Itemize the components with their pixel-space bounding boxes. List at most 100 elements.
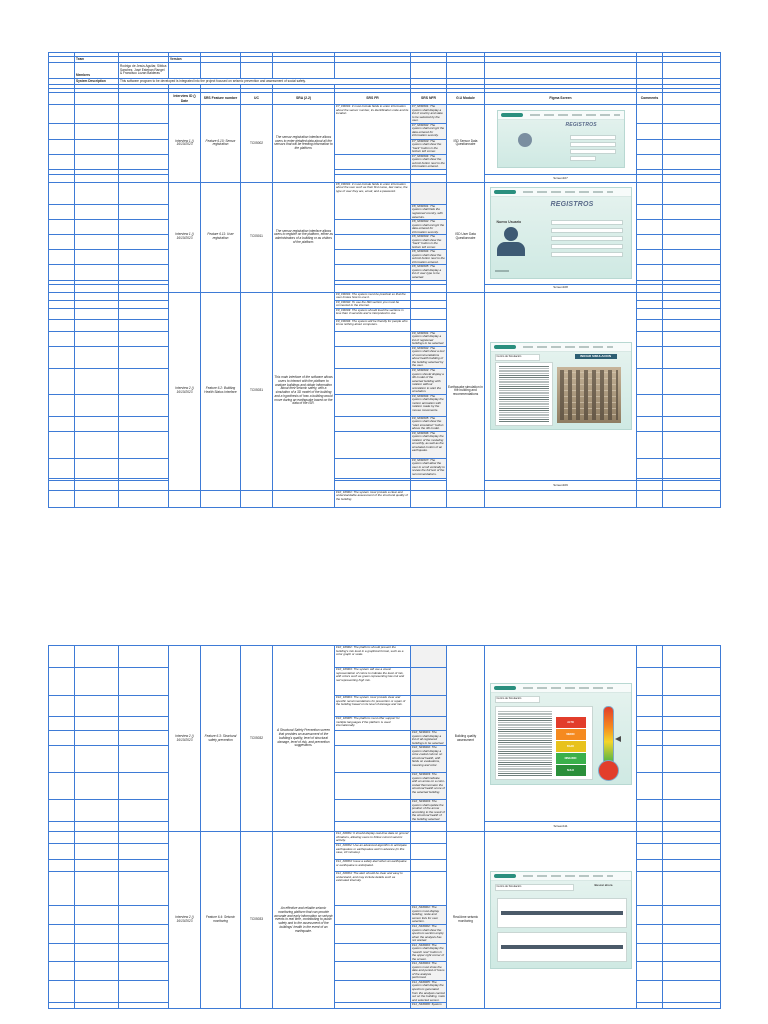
fr-cell: F10_FR002: The platform should present t… [334, 645, 411, 668]
col-module: G.U Module [446, 92, 485, 105]
back-arrow-icon [494, 270, 509, 272]
nfr-cell: F7_NFR004: The system shall show the sub… [410, 153, 447, 170]
screen-nav-links [522, 191, 613, 194]
members-value: Rodrigo de Jesús Aguilar, Siblica Sanche… [118, 62, 169, 79]
nfr-cell: F9_NFR002: The system shall show a text … [410, 345, 447, 369]
screen-field-1 [569, 135, 616, 141]
building-select[interactable]: Centro de Simulación [494, 695, 540, 703]
nfr-cell: F8_NFR005: The system shall display a li… [410, 264, 447, 281]
user-body-icon [496, 242, 525, 257]
col-sra: SRA (2.2) [272, 92, 335, 105]
screen-field-2 [569, 142, 616, 148]
uc-cell: TC05033 [240, 831, 273, 1010]
risk-table: ALTO MEDIO BAJO NINGUNO NULO [494, 705, 593, 780]
spectrum-panel-2 [496, 932, 627, 963]
screen-field-1 [550, 220, 623, 226]
risk-descriptions [497, 709, 552, 776]
screen-field-5 [550, 252, 623, 258]
recommendations-text [498, 366, 549, 423]
fr-cell: F9_FR001: The system must be practical s… [334, 291, 411, 301]
spectrum-panel-1 [496, 898, 627, 929]
nfr-cell: F9_NFR005: The system shall show the "st… [410, 415, 447, 432]
screen-navbar [490, 683, 631, 693]
interview-cell: Interview 2 () 16/10/2023 [168, 831, 201, 1010]
col-figma: Figma Screen [484, 92, 637, 105]
fr-cell: F8_FR001: It must include fields to ente… [334, 181, 411, 221]
sra-cell: A Structural Safety Prevention screen th… [272, 644, 335, 833]
risk-level-low: BAJO [555, 740, 586, 752]
screen-caption: Nuevo Usuario [496, 220, 522, 225]
spectrum-wave-1 [500, 903, 623, 924]
start-simulation-button[interactable]: INICIAR SIMULACION [574, 354, 617, 360]
screen-field-4 [569, 156, 596, 162]
feature-cell: Feature 6.2: Building Health Status Inte… [200, 291, 241, 491]
figma-screenshot-sensor-registration: REGISTROS [496, 110, 625, 169]
fr-cell: F10_FR001: The system must provide a cle… [334, 489, 411, 508]
logo-icon [500, 113, 523, 118]
sra-cell: The sensor registration interface allows… [272, 181, 335, 293]
interview-cell: Interview 2 () 16/10/2023 [168, 644, 201, 833]
fr-cell: F10_FR004: The system must provide clear… [334, 695, 411, 717]
nfr-cell: F11_NFR001: The system must display buil… [410, 905, 447, 925]
figma-screenshot-user-registration: REGISTROS Nuevo Usuario [489, 187, 632, 280]
nfr-cell: F9_NFR006: The system shall display the … [410, 430, 447, 459]
nfr-cell: F8_NFR003: The system shall show the "ba… [410, 234, 447, 251]
nfr-cell: F11_NFR004: The system must show the dat… [410, 961, 447, 981]
uc-cell: TC05011 [240, 181, 273, 293]
traceability-table-1: Team Version Members Rodrigo de Jesús Ag… [48, 52, 721, 508]
building-3d-model [556, 367, 621, 424]
figma-screen-label: Screen107 [484, 173, 637, 183]
figma-screenshot-building-health: Centro de Simulación INICIAR SIMULACION [489, 342, 632, 431]
screen-navbar [490, 188, 631, 198]
feature-cell: Feature 6.10: Sensor registration [200, 104, 241, 183]
fr-cell: F9_FR002: To use the ISD section you mus… [334, 299, 411, 309]
figma-screenshot-structural-safety: Centro de Simulación ALTO MEDIO BAJO NIN… [489, 682, 632, 785]
traceability-table-2: Interview 2 () 16/10/2023 Feature 6.3: S… [48, 644, 721, 1010]
fr-cell: F9_FR003: The system should load the sec… [334, 307, 411, 320]
logo-icon [493, 874, 516, 879]
logo-icon [493, 190, 516, 195]
score-arrow-icon [614, 735, 621, 742]
building-select[interactable]: Centro de Simulación [494, 354, 540, 362]
thermometer-icon [602, 705, 614, 766]
screen-field-4 [550, 244, 623, 250]
screen-navbar [490, 343, 631, 353]
figma-screen-cell: Centro de Simulación INICIAR SIMULACION [484, 291, 637, 481]
building-select[interactable]: Centro de Simulación [494, 884, 574, 892]
risk-level-high: ALTO [555, 716, 586, 728]
module-cell: Earthquake simulation in the building an… [446, 291, 485, 491]
sensor-icon [517, 133, 532, 148]
nfr-cell: F7_NFR003: The system shall show the "ba… [410, 138, 447, 155]
screen-field-2 [550, 228, 623, 234]
figma-screen-label: Screen108 [484, 283, 637, 293]
screen-field-3 [550, 236, 623, 242]
spreadsheet-page-2: Interview 2 () 16/10/2023 Feature 6.3: S… [48, 644, 721, 1010]
risk-level-medium: MEDIO [555, 728, 586, 740]
members-label: Members [74, 62, 119, 79]
nfr-cell: F8_NFR001: The system shall hide the reg… [410, 203, 447, 221]
figma-screen-cell: Centro de Simulación ALTO MEDIO BAJO NIN… [484, 644, 637, 823]
logo-icon [493, 685, 516, 690]
sra-cell: This main interface of the software allo… [272, 291, 335, 491]
nfr-cell: F10_NFR002: The system shall display a c… [410, 745, 447, 774]
feature-cell: Feature 6.3: Structural safety preventio… [200, 644, 241, 833]
col-fr: SRS FR [334, 92, 411, 105]
sra-cell: The sensor registration interface allows… [272, 104, 335, 183]
risk-level-none: NINGUNO [555, 752, 586, 764]
thermometer-bulb-icon [597, 759, 619, 781]
col-interview: Interview ID () Date [168, 92, 201, 105]
module-cell: ISD Sensor Data Questionnaire [446, 104, 485, 183]
uc-cell: TC05031 [240, 291, 273, 491]
col-comments: Comments [636, 92, 663, 105]
search-now-button[interactable]: Buscar ahora [594, 883, 613, 888]
fr-cell: F11_FR001: It should display real-time d… [334, 831, 411, 845]
nfr-cell: F10_NFR003: The system shall indicate wi… [410, 772, 447, 801]
nfr-cell: F9_NFR004: The system shall display the … [410, 393, 447, 417]
figma-screen-label: Screen111 [484, 821, 637, 833]
screen-navbar [490, 872, 631, 882]
figma-screen-cell: REGISTROS [484, 104, 637, 175]
fr-cell: F10_FR003: The system will use a visual … [334, 667, 411, 696]
nfr-cell: F11_NFR006: System [410, 1002, 447, 1010]
nfr-cell: F8_NFR002: The system shall encrypt the … [410, 219, 447, 236]
uc-cell: TC05002 [240, 104, 273, 183]
